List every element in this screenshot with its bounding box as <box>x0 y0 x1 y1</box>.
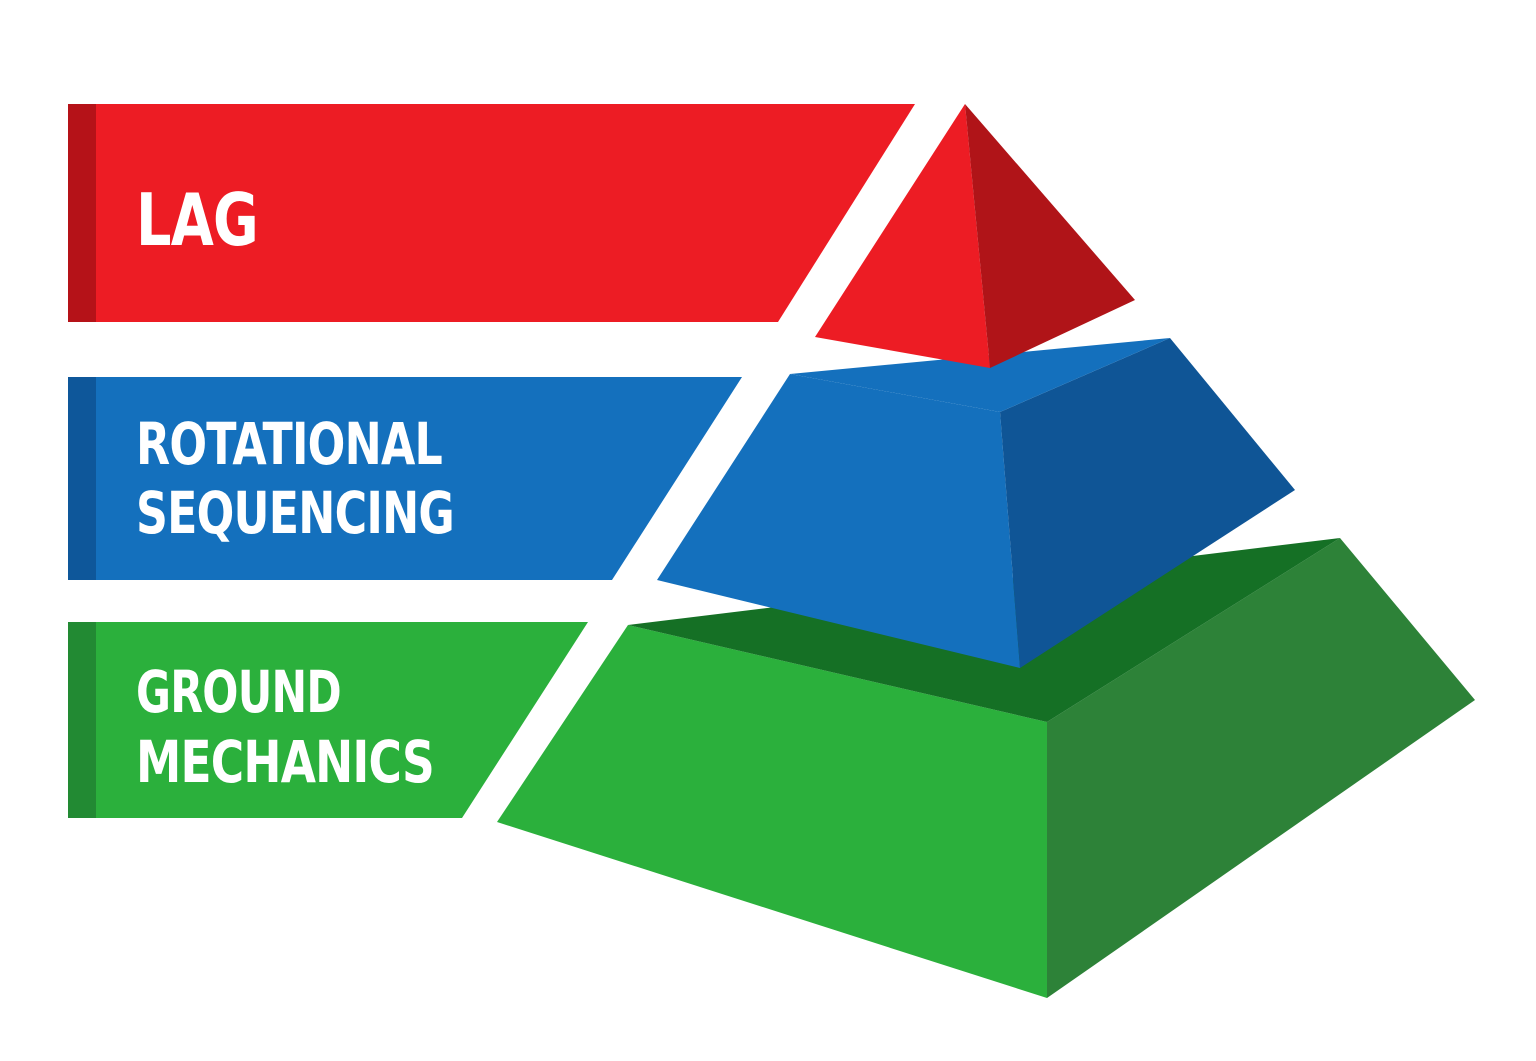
lag-banner-accent <box>68 104 96 322</box>
tier-rotational-sequencing: ROTATIONAL SEQUENCING <box>68 338 1295 668</box>
ground-mechanics-pyramid-side <box>1047 538 1475 998</box>
rotational-sequencing-banner <box>68 377 742 580</box>
lag-label-line-1: LAG <box>136 178 258 262</box>
ground-mechanics-label-line-1: GROUND <box>136 658 341 726</box>
ground-mechanics-label: GROUND MECHANICS <box>136 658 434 796</box>
lag-banner <box>68 104 915 322</box>
rotational-sequencing-pyramid-front <box>657 374 1020 668</box>
ground-mechanics-label-line-2: MECHANICS <box>136 728 434 796</box>
rotational-sequencing-banner-accent <box>68 377 96 580</box>
rotational-sequencing-label: ROTATIONAL SEQUENCING <box>136 410 461 547</box>
rotational-sequencing-label-line-1: ROTATIONAL <box>136 410 442 478</box>
rotational-sequencing-label-line-2: SEQUENCING <box>136 479 454 547</box>
lag-label: LAG <box>136 178 258 262</box>
lag-pyramid-front <box>815 104 990 368</box>
tier-ground-mechanics: GROUND MECHANICS <box>68 538 1475 998</box>
ground-mechanics-banner-accent <box>68 622 96 818</box>
tier-lag: LAG <box>68 104 1135 368</box>
rotational-sequencing-pyramid-side <box>1000 338 1295 668</box>
lag-pyramid-side <box>965 104 1135 368</box>
ground-mechanics-banner <box>68 622 588 818</box>
ground-mechanics-pyramid-front <box>497 625 1047 998</box>
rotational-sequencing-pyramid-top <box>790 338 1170 412</box>
